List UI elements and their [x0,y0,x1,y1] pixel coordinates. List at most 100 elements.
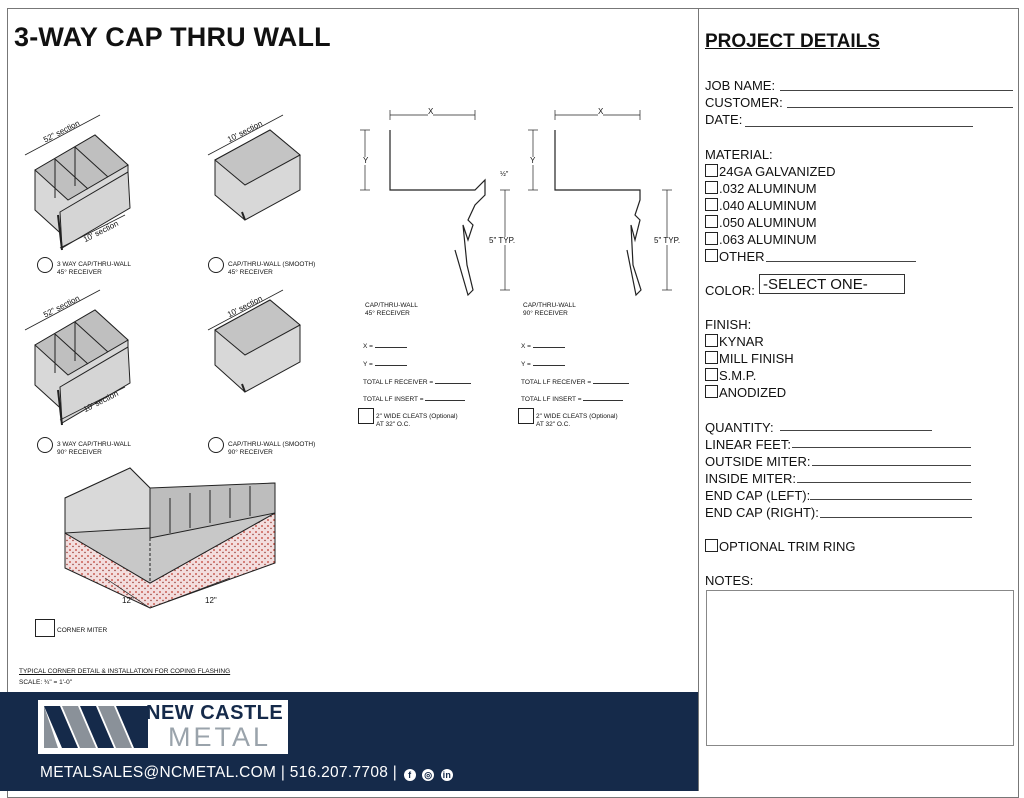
finish-heading: FINISH: [705,317,752,332]
end-cap-left-field[interactable] [810,499,972,500]
profile1-x-label: X [428,107,434,116]
iso-3way-45 [34,134,131,251]
material-heading: MATERIAL: [705,147,773,162]
finish-option[interactable]: S.M.P. [705,367,756,384]
job-name-label: JOB NAME: [705,78,776,93]
contact-text: METALSALES@NCMETAL.COM | 516.207.7708 | [40,764,398,781]
linkedin-icon[interactable]: in [440,769,453,781]
material-option[interactable]: 24GA GALVANIZED [705,163,836,180]
quantity-field[interactable] [780,430,932,431]
quantity-label: QUANTITY: [705,420,774,435]
profile1-lf-insert[interactable]: TOTAL LF INSERT = [363,396,466,404]
iso-drawings [24,114,301,426]
option-smooth-90-radio[interactable] [208,437,224,453]
iso-3way-90 [34,309,131,426]
option-smooth-90-label: CAP/THRU-WALL (SMOOTH)90° RECEIVER [228,441,316,456]
outside-miter-field[interactable] [812,465,971,466]
inside-miter-field[interactable] [797,482,971,483]
profile2-x-field[interactable]: X = [521,343,565,351]
profile2-lf-receiver[interactable]: TOTAL LF RECEIVER = [521,379,629,387]
page-title: 3-WAY CAP THRU WALL [14,22,331,52]
panel-divider [698,8,699,791]
material-checkbox[interactable] [705,164,718,177]
option-3way-45-radio[interactable] [37,257,53,273]
material-checkbox[interactable] [705,181,718,194]
brand-line-1: NEW CASTLE [146,702,284,724]
material-checkbox[interactable] [705,232,718,245]
notes-label: NOTES: [705,573,754,588]
inside-miter-label: INSIDE MITER: [705,471,797,486]
corner-miter-label: CORNER MITER [57,627,108,634]
profile1-cleats-checkbox[interactable] [358,408,374,424]
profile2-typ-label: 5" TYP. [654,236,681,245]
profile1-y-label: Y [363,156,369,165]
option-smooth-45-label: CAP/THRU-WALL (SMOOTH)45° RECEIVER [228,261,316,276]
corner-dim-right: 12" [205,596,217,605]
profile1-cleats-label: 2" WIDE CLEATS (Optional)AT 32" O.C. [376,413,458,428]
profile1-x-field[interactable]: X = [363,343,407,351]
linear-feet-field[interactable] [792,447,971,448]
notes-textarea[interactable] [706,590,1014,746]
finish-checkbox[interactable] [705,351,718,364]
material-option[interactable]: .050 ALUMINUM [705,214,817,231]
iso-smooth-90 [214,299,301,393]
color-label: COLOR: [705,283,755,298]
material-option[interactable]: .032 ALUMINUM [705,180,817,197]
profile2-cleats-label: 2" WIDE CLEATS (Optional)AT 32" O.C. [536,413,618,428]
end-cap-left-label: END CAP (LEFT): [705,488,811,503]
end-cap-right-label: END CAP (RIGHT): [705,505,819,520]
corner-dim-left: 12" [122,596,134,605]
option-smooth-45-radio[interactable] [208,257,224,273]
option-3way-90-radio[interactable] [37,437,53,453]
job-name-field[interactable] [780,90,1013,91]
logo-mark-icon [44,706,148,748]
material-checkbox[interactable] [705,249,718,262]
finish-checkbox[interactable] [705,334,718,347]
scale-label: SCALE: ¾" = 1'-0" [19,679,73,686]
corner-miter-drawing [64,467,276,609]
finish-option[interactable]: KYNAR [705,333,764,350]
profile2-y-field[interactable]: Y = [521,361,565,369]
material-checkbox[interactable] [705,198,718,211]
linear-feet-label: LINEAR FEET: [705,437,791,452]
profile2-lf-insert[interactable]: TOTAL LF INSERT = [521,396,624,404]
finish-checkbox[interactable] [705,385,718,398]
date-field[interactable] [745,126,973,127]
detail-caption: TYPICAL CORNER DETAIL & INSTALLATION FOR… [19,668,231,675]
profile2-cleats-checkbox[interactable] [518,408,534,424]
profile1-half-label: ½" [500,171,509,178]
finish-checkbox[interactable] [705,368,718,381]
profile1-y-field[interactable]: Y = [363,361,407,369]
trim-ring-option[interactable]: OPTIONAL TRIM RING [705,538,856,555]
project-details-heading: PROJECT DETAILS [705,31,880,52]
customer-field[interactable] [787,107,1013,108]
end-cap-right-field[interactable] [820,517,972,518]
material-other-field[interactable] [766,261,916,262]
finish-option[interactable]: MILL FINISH [705,350,794,367]
trim-ring-checkbox[interactable] [705,539,718,552]
finish-option[interactable]: ANODIZED [705,384,786,401]
instagram-icon[interactable]: ◎ [422,769,435,781]
profile2-x-label: X [598,107,604,116]
material-option[interactable]: .063 ALUMINUM [705,231,817,248]
company-logo: NEW CASTLE METAL [38,700,288,754]
material-checkbox[interactable] [705,215,718,228]
corner-miter-checkbox[interactable] [35,619,55,637]
outside-miter-label: OUTSIDE MITER: [705,454,811,469]
customer-label: CUSTOMER: [705,95,783,110]
profile1-lf-receiver[interactable]: TOTAL LF RECEIVER = [363,379,471,387]
color-select[interactable]: -SELECT ONE- [759,274,905,294]
material-option[interactable]: OTHER [705,248,765,265]
facebook-icon[interactable]: f [403,769,416,781]
profile2-y-label: Y [530,156,536,165]
brand-line-2: METAL [168,722,272,752]
date-label: DATE: [705,112,743,127]
profile-drawings [360,110,672,297]
profile1-typ-label: 5" TYP. [489,236,516,245]
material-option[interactable]: .040 ALUMINUM [705,197,817,214]
footer-contact: METALSALES@NCMETAL.COM | 516.207.7708 | … [40,764,453,782]
